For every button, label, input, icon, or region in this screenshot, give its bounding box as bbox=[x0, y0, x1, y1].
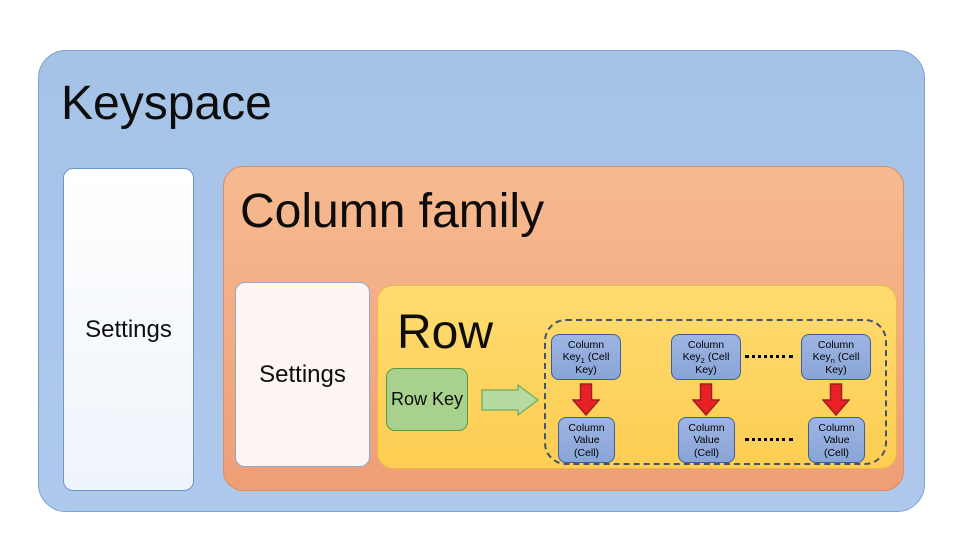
column-key-label-2: Column Key2(Cell Key) bbox=[682, 339, 730, 376]
column-key-box-1: Column Key1(Cell Key) bbox=[551, 334, 621, 380]
right-arrow-shape bbox=[481, 384, 539, 416]
subscript-1: 1 bbox=[580, 356, 585, 366]
down-arrow-icon-1 bbox=[572, 383, 600, 416]
row-title: Row bbox=[397, 306, 494, 359]
right-arrow-icon bbox=[481, 384, 539, 416]
keyspace-title: Keyspace bbox=[61, 77, 272, 130]
keyspace-settings-box: Settings bbox=[63, 168, 194, 491]
column-value-box-2: Column Value (Cell) bbox=[678, 417, 735, 463]
keyspace-container: Keyspace Settings Column family Settings… bbox=[38, 50, 925, 512]
keyspace-settings-label: Settings bbox=[85, 315, 172, 343]
row-key-box: Row Key bbox=[386, 368, 468, 431]
column-value-label-n: Column Value (Cell) bbox=[818, 422, 855, 459]
column-key-label-n: Column Keyn(Cell Key) bbox=[812, 339, 860, 376]
down-arrow-shape-3 bbox=[822, 383, 850, 416]
column-family-settings-box: Settings bbox=[235, 282, 370, 467]
ellipsis-dots-values bbox=[745, 438, 793, 441]
column-value-box-1: Column Value (Cell) bbox=[558, 417, 615, 463]
row-container: Row Row Key Column Key1(Cell Key) bbox=[377, 285, 897, 469]
row-key-label: Row Key bbox=[390, 389, 464, 409]
ellipsis-dots-keys bbox=[745, 355, 793, 358]
down-arrow-shape-1 bbox=[572, 383, 600, 416]
column-key-box-n: Column Keyn(Cell Key) bbox=[801, 334, 871, 380]
down-arrow-icon-2 bbox=[692, 383, 720, 416]
cells-group-outline bbox=[544, 319, 887, 465]
subscript-2: 2 bbox=[700, 356, 705, 366]
down-arrow-icon-3 bbox=[822, 383, 850, 416]
column-family-title: Column family bbox=[240, 185, 545, 238]
column-value-label-2: Column Value (Cell) bbox=[688, 422, 725, 459]
column-key-label-1: Column Key1(Cell Key) bbox=[562, 339, 610, 376]
down-arrow-shape-2 bbox=[692, 383, 720, 416]
column-family-container: Column family Settings Row Row Key Colum… bbox=[223, 166, 904, 491]
column-value-label-1: Column Value (Cell) bbox=[568, 422, 605, 459]
subscript-n: n bbox=[830, 356, 835, 366]
column-family-settings-label: Settings bbox=[259, 360, 346, 388]
column-key-box-2: Column Key2(Cell Key) bbox=[671, 334, 741, 380]
column-value-box-n: Column Value (Cell) bbox=[808, 417, 865, 463]
